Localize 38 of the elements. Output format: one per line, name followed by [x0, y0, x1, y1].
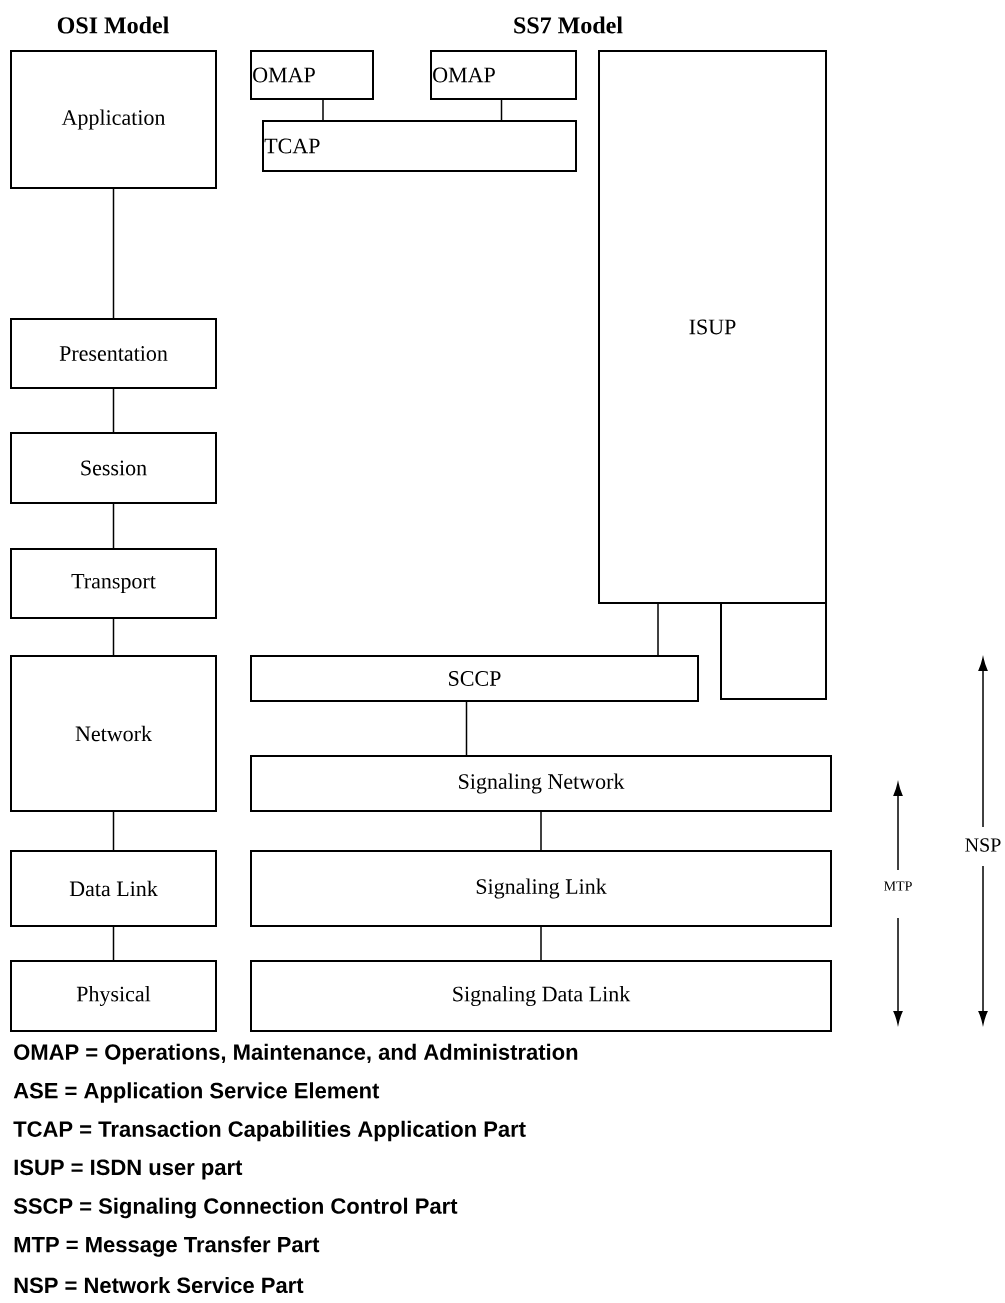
connector-line — [112, 188, 115, 319]
layer-box: ISUP — [598, 50, 827, 604]
connector-line — [112, 503, 115, 549]
connector-line — [540, 811, 542, 851]
definition-text: TCAP = Transaction Capabilities Application Part — [13, 1120, 526, 1142]
connector-line — [657, 603, 659, 656]
layer-box: Signaling Data Link — [250, 960, 832, 1032]
definition-text: ISUP = ISDN user part — [14, 1159, 243, 1180]
connector-line — [112, 811, 115, 851]
connector-line — [540, 926, 542, 961]
definition-text: MTP = Message Transfer Part — [14, 1236, 320, 1257]
layer-box: Physical — [10, 960, 217, 1032]
layer-box: Application — [10, 50, 217, 189]
layer-box: Network — [10, 655, 217, 812]
connector-line — [322, 99, 324, 121]
span-label: MTP — [884, 881, 912, 891]
layer-box: Data Link — [10, 850, 217, 927]
connector-line — [112, 618, 115, 656]
layer-box: OMAP — [250, 50, 374, 100]
connector-line — [465, 701, 468, 756]
layer-box: OMAP — [430, 50, 577, 100]
connector-line — [112, 926, 115, 961]
layer-box: Transport — [10, 548, 217, 619]
definition-text: OMAP = Operations, Maintenance, and Administration — [14, 1043, 578, 1065]
empty-box — [720, 602, 827, 700]
connector-line — [112, 388, 115, 433]
layer-box: Signaling Network — [250, 755, 832, 812]
layer-box: Signaling Link — [250, 850, 832, 927]
definition-text: SSCP = Signaling Connection Control Part — [13, 1197, 458, 1219]
layer-box: Presentation — [10, 318, 217, 389]
span-label: NSP — [965, 838, 1001, 852]
definition-text: ASE = Application Service Element — [13, 1082, 380, 1103]
layer-box: Session — [10, 432, 217, 504]
layer-box: SCCP — [250, 655, 699, 702]
layer-box: TCAP — [262, 120, 577, 172]
connector-line — [500, 99, 503, 121]
definition-text: NSP = Network Service Part — [14, 1276, 304, 1294]
column-heading: SS7 Model — [514, 16, 623, 34]
